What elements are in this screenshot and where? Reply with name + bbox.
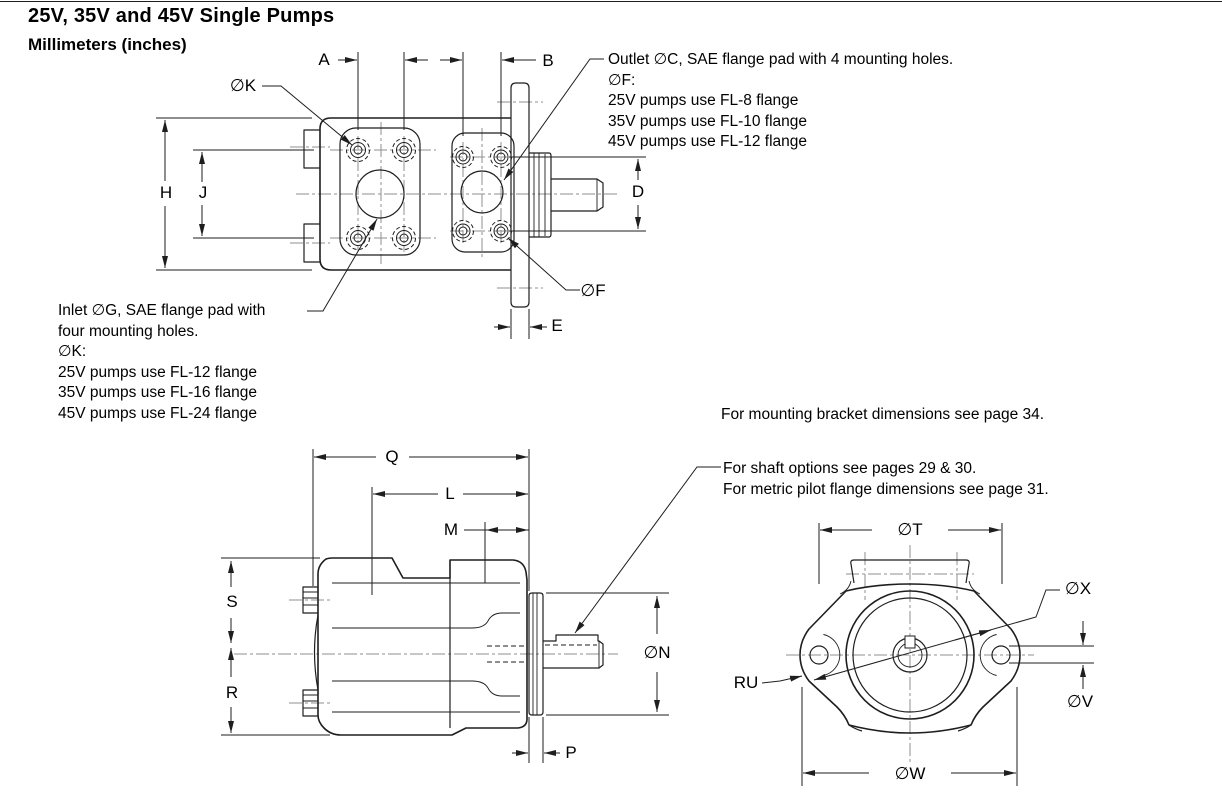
note-line: 25V pumps use FL-12 flange [58, 363, 258, 381]
dim-label-j: J [198, 183, 208, 202]
dim-label-ru: RU [733, 673, 759, 692]
units-subtitle: Millimeters (inches) [28, 35, 187, 54]
mounting-bracket-note: For mounting bracket dimensions see page… [721, 406, 1045, 423]
note-line: Outlet ∅C, SAE flange pad with 4 mountin… [608, 51, 954, 68]
dim-label-t: ∅T [897, 520, 923, 539]
shaft-options-note: For shaft options see pages 29 & 30. For… [723, 458, 1049, 500]
dim-label-m: M [443, 520, 459, 539]
dim-label-l: L [445, 484, 455, 503]
dim-label-b: B [542, 51, 554, 70]
note-line: 45V pumps use FL-12 flange [608, 133, 808, 151]
note-line: ∅F: [608, 71, 636, 89]
dim-label-w: ∅W [894, 764, 926, 783]
top-view-drawing [156, 52, 646, 339]
note-line: Inlet ∅G, SAE flange pad with [58, 302, 266, 319]
dim-label-k: ∅K [229, 76, 257, 95]
dim-label-a: A [318, 50, 330, 69]
note-line: four mounting holes. [58, 322, 199, 340]
dim-label-f: ∅F [580, 281, 606, 300]
note-line: 45V pumps use FL-24 flange [58, 404, 258, 422]
page-title: 25V, 35V and 45V Single Pumps [28, 5, 335, 27]
note-line: 25V pumps use FL-8 flange [608, 92, 799, 110]
dim-label-x: ∅X [1064, 579, 1092, 598]
dim-label-r: R [225, 683, 239, 702]
dim-label-e: E [551, 316, 563, 335]
inlet-flange-note: Inlet ∅G, SAE flange pad with four mount… [58, 301, 265, 425]
note-line: 35V pumps use FL-16 flange [58, 384, 258, 402]
side-view-drawing [221, 449, 721, 763]
dim-label-p: P [565, 743, 577, 762]
dim-label-n: ∅N [643, 643, 671, 662]
note-line: ∅K: [58, 343, 87, 361]
dim-label-v: ∅V [1066, 692, 1094, 711]
dim-label-h: H [159, 183, 173, 202]
note-line: For metric pilot flange dimensions see p… [723, 481, 1049, 498]
outlet-flange-note: Outlet ∅C, SAE flange pad with 4 mountin… [608, 50, 953, 153]
dim-label-s: S [226, 592, 238, 611]
note-line: For shaft options see pages 29 & 30. [723, 460, 977, 477]
dim-label-d: D [631, 182, 645, 201]
dim-label-q: Q [385, 447, 399, 466]
end-view-drawing [761, 523, 1094, 786]
note-line: 35V pumps use FL-10 flange [608, 112, 808, 130]
